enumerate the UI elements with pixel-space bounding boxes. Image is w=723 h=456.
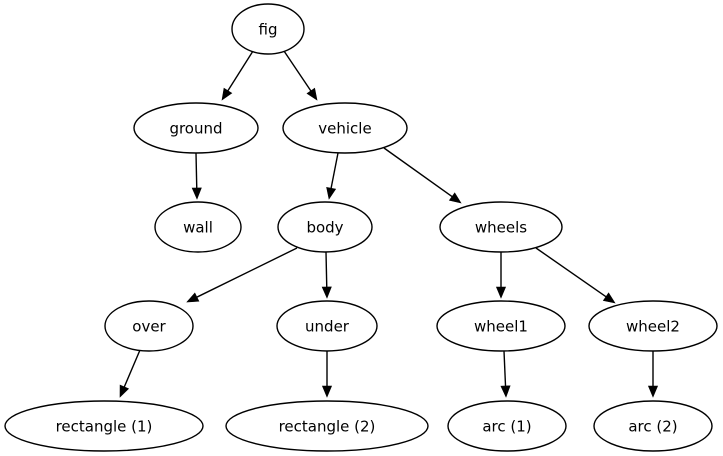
node-ellipse[interactable] [104,300,194,352]
edge-line [330,152,339,190]
node-ellipse[interactable] [277,201,373,253]
node-ellipse[interactable] [439,201,563,253]
node-ellipse[interactable] [593,400,713,452]
edge-under-to-rectangle2 [321,351,333,398]
edge-line [503,350,507,388]
nodes-layer: fig ground vehicle wall body wheels over under w… [4,3,718,452]
edge-wheel1-to-arc1 [500,350,511,398]
node-arc2[interactable]: arc (2) [593,400,713,452]
node-ellipse[interactable] [282,102,408,154]
edge-line [195,247,298,299]
node-body[interactable]: body [277,201,373,253]
node-ellipse[interactable] [133,102,259,154]
arrowhead-icon [321,385,333,398]
edge-line [226,50,254,93]
node-wheel1[interactable]: wheel1 [436,300,566,352]
node-rectangle2[interactable]: rectangle (2) [225,400,429,452]
edges-layer [119,50,659,398]
arrowhead-icon [321,286,332,299]
node-under[interactable]: under [276,300,378,352]
edge-line [535,247,608,299]
edge-body-to-under [321,251,332,299]
node-fig[interactable]: fig [231,3,305,55]
node-over[interactable]: over [104,300,194,352]
edge-line [195,152,198,190]
edge-over-to-rectangle1 [119,349,141,398]
node-ellipse[interactable] [4,400,204,452]
arrowhead-icon [647,385,659,398]
arrowhead-icon [186,292,200,303]
edge-body-to-over [186,247,298,303]
edge-ground-to-wall [191,152,202,200]
arrowhead-icon [306,87,318,101]
arrowhead-icon [602,292,616,304]
edge-vehicle-to-body [326,152,339,200]
edge-line [283,50,313,93]
node-ellipse[interactable] [231,3,305,55]
node-ellipse[interactable] [225,400,429,452]
node-vehicle[interactable]: vehicle [282,102,408,154]
edge-line [325,251,328,289]
edge-wheel2-to-arc2 [647,351,659,398]
node-ellipse[interactable] [447,400,567,452]
arrowhead-icon [191,187,202,200]
node-wall[interactable]: wall [154,201,242,253]
arrowhead-icon [448,192,462,204]
edge-vehicle-to-wheels [383,147,462,204]
arrowhead-icon [326,186,337,200]
node-ellipse[interactable] [154,201,242,253]
arrowhead-icon [119,384,130,398]
edge-fig-to-vehicle [283,50,318,101]
node-rectangle1[interactable]: rectangle (1) [4,400,204,452]
edge-wheels-to-wheel1 [495,252,507,299]
arrowhead-icon [221,87,233,101]
node-ellipse[interactable] [588,300,718,352]
node-wheel2[interactable]: wheel2 [588,300,718,352]
arrowhead-icon [495,286,507,299]
node-ground[interactable]: ground [133,102,259,154]
edge-line [383,147,454,199]
edge-line [123,349,141,389]
arrowhead-icon [500,385,511,398]
node-ellipse[interactable] [276,300,378,352]
edge-fig-to-ground [221,50,254,101]
node-ellipse[interactable] [436,300,566,352]
edge-wheels-to-wheel2 [535,247,616,304]
node-arc1[interactable]: arc (1) [447,400,567,452]
node-wheels[interactable]: wheels [439,201,563,253]
